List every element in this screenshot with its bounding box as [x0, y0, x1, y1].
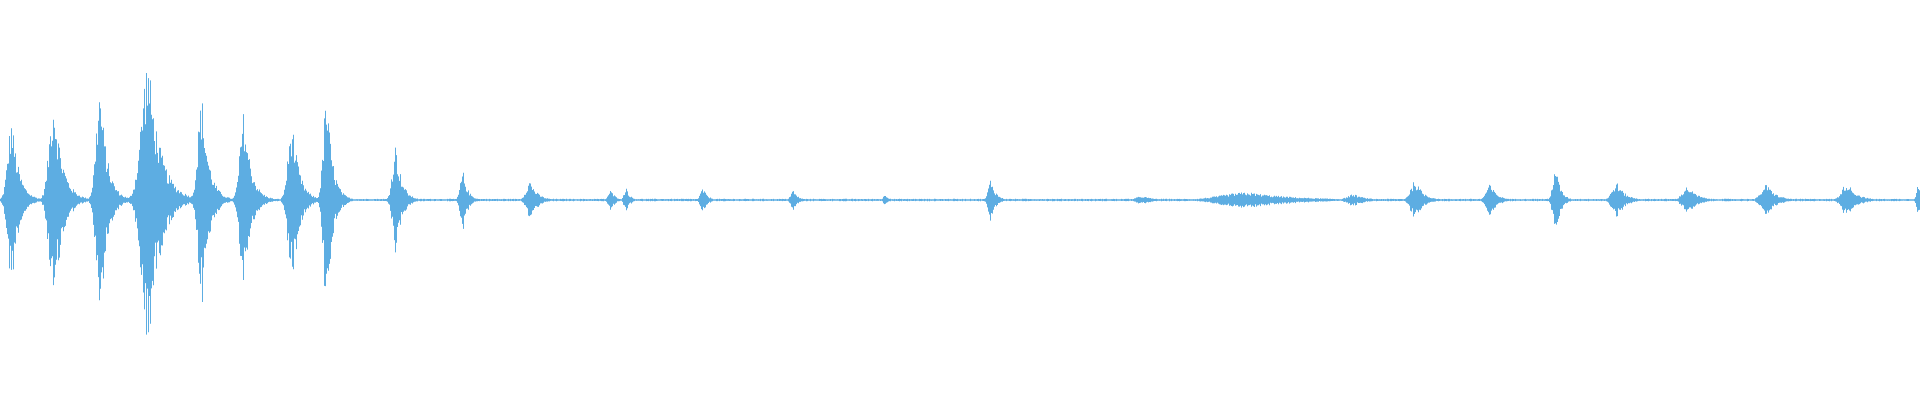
- waveform-bars: [0, 73, 1920, 335]
